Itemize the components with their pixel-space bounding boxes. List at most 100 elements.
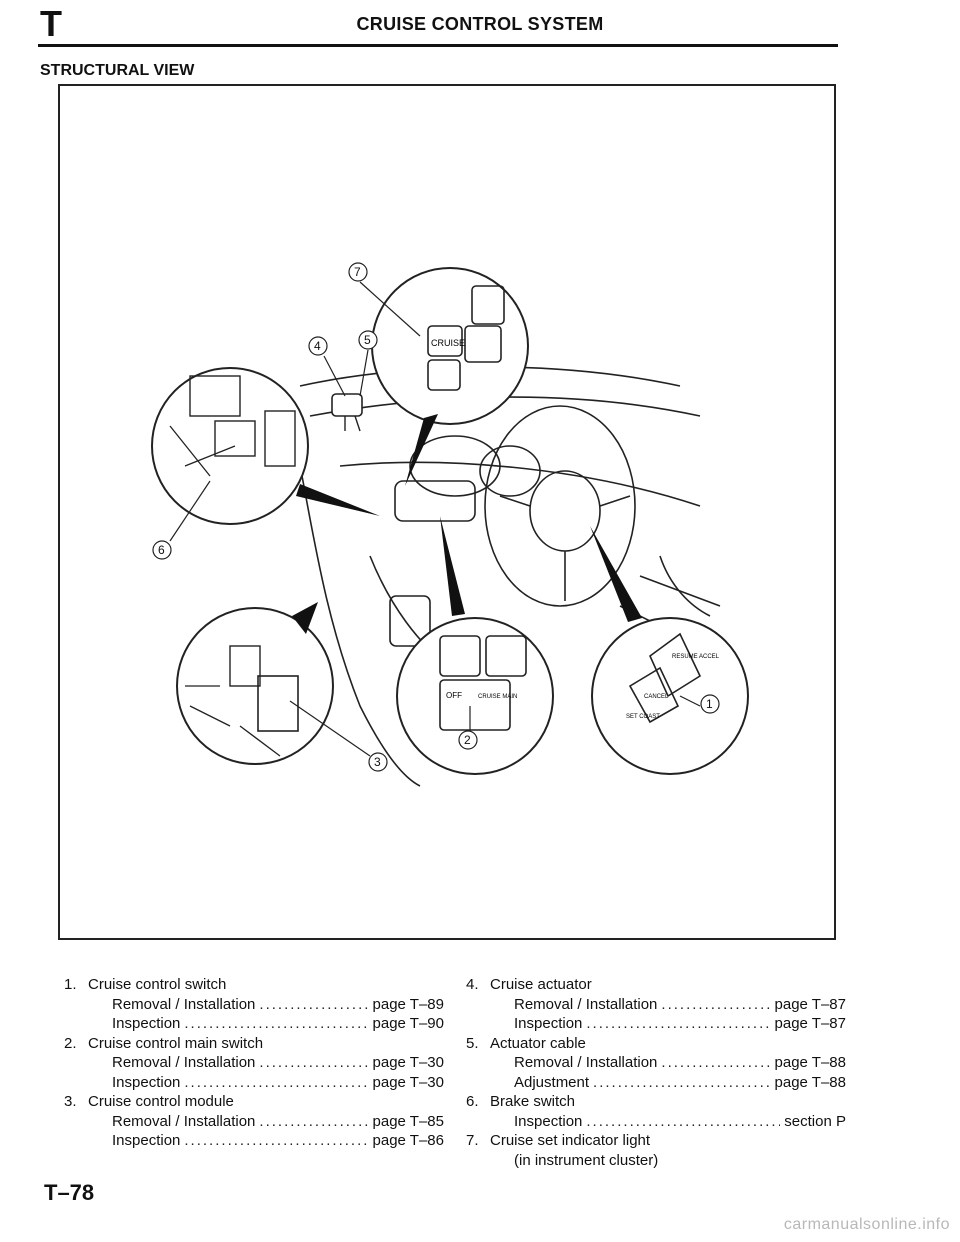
leader-line-7 (359, 281, 421, 337)
component-legend-right: 4.Cruise actuator Removal / Installation… (466, 975, 846, 1170)
item-name: Cruise set indicator light (490, 1132, 651, 1149)
reference-line: Inspection..............................… (514, 1112, 846, 1130)
callout-4: 4 (308, 336, 328, 356)
item-name: Cruise control switch (88, 976, 227, 993)
page-reference: page T–87 (774, 995, 846, 1013)
speedometer-gauge (409, 435, 501, 497)
header-divider (38, 44, 838, 47)
leader-line-6 (169, 480, 211, 542)
reference-line: Removal / Installation..................… (112, 1112, 444, 1130)
legend-item: 5. Actuator cable Removal / Installation.… (466, 1034, 846, 1093)
callout-7: 7 (348, 262, 368, 282)
page-title: CRUISE CONTROL SYSTEM (356, 14, 604, 34)
item-number: 5. (466, 1034, 479, 1052)
steering-wheel-rim (484, 405, 636, 607)
page-reference: page T–89 (372, 995, 444, 1013)
callout-1: 1 (700, 694, 720, 714)
reference-line: Inspection..............................… (112, 1073, 444, 1091)
svg-text:1: 1 (706, 697, 713, 711)
detail-circle-main-switch: OFF CRUISE MAIN (396, 516, 554, 775)
svg-text:6: 6 (158, 543, 165, 557)
callout-6: 6 (152, 540, 172, 560)
callout-3: 3 (368, 752, 388, 772)
component-legend-left: 1. Cruise control switch Removal / Instal… (64, 975, 444, 1151)
a-pillar-line (289, 415, 421, 787)
dash-lower-line (339, 461, 701, 507)
page-reference: page T–30 (372, 1054, 444, 1071)
legend-item: 7. Cruise set indicator light (in instrum… (466, 1131, 846, 1170)
item-number: 1. (64, 976, 77, 993)
glovebox-outline (389, 595, 431, 647)
tachometer-gauge (479, 445, 541, 497)
leader-arrow-brake-switch (296, 484, 380, 516)
page-number: T–78 (44, 1180, 95, 1205)
reference-line: Removal / Installation..................… (112, 1054, 444, 1071)
leader-arrow-module (292, 602, 318, 634)
page-reference: page T–90 (372, 1015, 444, 1032)
leader-line-1 (679, 695, 701, 707)
reference-line: Removal / Installation..................… (514, 1054, 846, 1071)
item-number: 3. (64, 1093, 77, 1110)
item-note: (in instrument cluster) (514, 1151, 659, 1169)
callout-2: 2 (458, 730, 478, 750)
item-name: Actuator cable (490, 1034, 586, 1052)
steering-wheel-hub (529, 470, 601, 552)
page-reference: page T–30 (372, 1073, 444, 1091)
legend-item: 4.Cruise actuator Removal / Installation… (466, 975, 846, 1034)
detail-circle-indicator: CRUISE (371, 267, 529, 486)
page-reference: page T–85 (372, 1112, 444, 1130)
leader-line-3 (289, 700, 371, 757)
leader-arrow-main-switch (440, 516, 465, 616)
reference-line: Adjustment..............................… (514, 1073, 846, 1091)
reference-line: Inspection..............................… (112, 1015, 444, 1032)
item-name: Cruise control module (88, 1093, 234, 1110)
resume-accel-label: RESUME ACCEL (672, 654, 720, 660)
item-number: 7. (466, 1132, 479, 1149)
cruise-main-label: CRUISE MAIN (478, 694, 517, 700)
reference-line: Removal / Installation..................… (112, 995, 444, 1013)
leader-line-5 (359, 349, 369, 397)
page-reference: page T–88 (774, 1054, 846, 1071)
section-letter: T (40, 3, 62, 44)
svg-text:3: 3 (374, 755, 381, 769)
section-heading: STRUCTURAL VIEW (40, 62, 195, 79)
item-name: Cruise control main switch (88, 1034, 264, 1052)
callout-5: 5 (358, 330, 378, 350)
cluster-switch-panel (394, 480, 476, 522)
item-number: 6. (466, 1093, 479, 1110)
leader-arrow-steering-switch (590, 526, 642, 622)
leader-arrow-indicator (405, 414, 438, 486)
reference-line: Inspection..............................… (112, 1132, 444, 1149)
legend-item: 1. Cruise control switch Removal / Instal… (64, 975, 444, 1034)
page-reference: page T–86 (372, 1132, 444, 1149)
cruise-indicator-label: CRUISE (431, 338, 465, 348)
item-name: Cruise actuator (490, 976, 592, 993)
page-reference: section P (784, 1112, 846, 1130)
detail-circle-module (176, 602, 334, 765)
watermark: carmanualsonline.info (783, 1216, 950, 1233)
legend-item: 2. Cruise control main switch Removal / I… (64, 1034, 444, 1093)
cancel-label: CANCEL (644, 694, 669, 700)
shifter-line (659, 555, 711, 617)
cruise-actuator-drawing (331, 393, 363, 432)
detail-circle-brake-switch (151, 367, 380, 525)
legend-item: 3. Cruise control module Removal / Instal… (64, 1092, 444, 1151)
svg-text:7: 7 (354, 265, 361, 279)
page-reference: page T–88 (774, 1073, 846, 1091)
item-number: 2. (64, 1034, 77, 1052)
svg-text:2: 2 (464, 733, 471, 747)
svg-text:5: 5 (364, 333, 371, 347)
structural-view-illustration: CRUISE (151, 262, 749, 787)
reference-line: Inspection..............................… (514, 1015, 846, 1032)
legend-item: 6. Brake switch Inspection...............… (466, 1092, 846, 1131)
item-name: Brake switch (490, 1093, 576, 1110)
page-reference: page T–87 (774, 1015, 846, 1032)
svg-text:4: 4 (314, 339, 321, 353)
detail-circle-steering-switch: RESUME ACCEL CANCEL SET COAST (590, 526, 749, 775)
off-label: OFF (446, 691, 462, 700)
steering-wheel-spokes (499, 495, 631, 601)
set-coast-label: SET COAST (626, 714, 660, 720)
leader-line-4 (323, 355, 346, 397)
reference-line: Removal / Installation..................… (514, 995, 846, 1013)
structural-view-figure: CRUISE (58, 84, 836, 940)
